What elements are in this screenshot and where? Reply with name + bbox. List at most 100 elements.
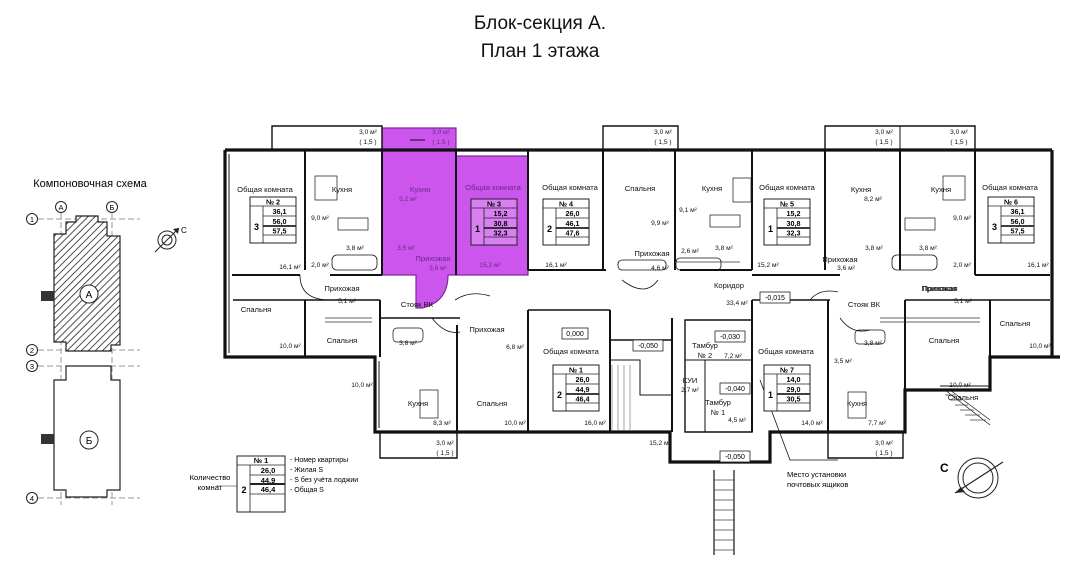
apartment-rooms: 3: [992, 222, 997, 232]
area-label: 4,6 м²: [651, 265, 670, 272]
area-label: 3,0 м²: [875, 440, 894, 447]
apartment-area-no-loggia: 56,0: [273, 217, 287, 226]
area-label: 10,0 м²: [504, 420, 526, 427]
compass-rose-icon: С: [940, 457, 1004, 499]
scheme-block-b-marker: [79, 430, 99, 450]
scheme-entry-b: [41, 434, 54, 444]
apartment-total-area: 32,3: [494, 229, 508, 238]
area-label: 16,1 м²: [279, 264, 301, 271]
apartment-living-area: 26,0: [566, 209, 580, 218]
area-label: 3,8 м²: [864, 340, 883, 347]
scheme-block-a-marker: [79, 284, 99, 304]
area-label: 33,4 м²: [726, 300, 748, 307]
room-label: Общая комната: [982, 183, 1038, 192]
room-label: Кухня: [702, 184, 722, 193]
area-label: 3,0 м²: [654, 129, 673, 136]
area-label: ( 1,5 ): [950, 139, 967, 146]
apartment-area-no-loggia: 46,1: [566, 219, 580, 228]
room-label: Спальня: [948, 393, 979, 402]
area-label: 2,0 м²: [953, 262, 972, 269]
room-label: Кухня: [931, 185, 951, 194]
svg-text:Место установки: Место установки: [787, 470, 846, 479]
apartment-number: № 7: [780, 366, 794, 375]
room-label: Стояк ВК: [848, 300, 881, 309]
area-label: 10,0 м²: [351, 382, 373, 389]
area-label: 3,8 м²: [865, 245, 884, 252]
svg-text:4: 4: [30, 494, 34, 503]
area-label: 9,9 м²: [651, 220, 670, 227]
area-label: 3,5 м²: [834, 358, 853, 365]
area-label: 15,2 м²: [757, 262, 779, 269]
level-marks: 0,000 -0,050 -0,015 -0,030 -0,040 -0,050: [561, 291, 791, 463]
area-label: 3,8 м²: [919, 245, 938, 252]
area-label: 9,0 м²: [311, 215, 330, 222]
page-title: Блок-секция А.: [473, 13, 607, 34]
room-label: Общая комната: [759, 183, 815, 192]
svg-text:С: С: [181, 226, 187, 235]
area-label: 3,8 м²: [715, 245, 734, 252]
svg-text:А: А: [86, 290, 93, 301]
area-label: 5,1 м²: [338, 298, 357, 305]
room-label: Прихожая: [469, 325, 504, 334]
area-label: 8,3 м²: [433, 420, 452, 427]
svg-text:1: 1: [30, 215, 34, 224]
room-label: Общая комната: [543, 347, 599, 356]
apartment-total-area: 32,3: [787, 229, 801, 238]
apartment-rooms: 1: [768, 224, 773, 234]
level-mark: -0,030: [720, 334, 740, 341]
apartment-area-no-loggia: 56,0: [1011, 217, 1025, 226]
apartment-rooms: 2: [557, 390, 562, 400]
room-label: Прихожая: [922, 284, 957, 293]
area-label: 7,2 м²: [724, 353, 743, 360]
area-label: 3,6 м²: [837, 265, 856, 272]
apartment-number: № 3: [487, 200, 501, 209]
apartment-number: № 1: [569, 366, 583, 375]
room-label: Спальня: [929, 336, 960, 345]
svg-text:№ 1: № 1: [254, 456, 269, 465]
layout-scheme: Компоновочная схема А Б 1 2 3: [26, 178, 148, 505]
area-label: 16,0 м²: [584, 420, 606, 427]
area-label: 10,0 м²: [949, 382, 971, 389]
svg-text:26,0: 26,0: [261, 466, 276, 475]
room-label: Кухня: [851, 185, 871, 194]
room-label: Тамбур: [705, 398, 731, 407]
level-mark: -0,040: [725, 386, 745, 393]
area-label: ( 1,5 ): [875, 450, 892, 457]
svg-text:- Общая S: - Общая S: [290, 486, 324, 494]
area-label: 3,8 м²: [346, 245, 365, 252]
apartment-area-no-loggia: 30,8: [787, 219, 801, 228]
apartment-living-area: 14,0: [787, 375, 801, 384]
apartment-number: № 5: [780, 200, 794, 209]
room-labels: Общая комната Кухня Кухня Общая комната …: [237, 183, 1038, 417]
room-label: Прихожая: [324, 284, 359, 293]
apartment-rooms: 3: [254, 222, 259, 232]
room-label: Прихожая: [415, 254, 450, 263]
level-mark: 0,000: [566, 331, 584, 338]
area-label: 15,2 м²: [649, 440, 671, 447]
legend: Количество комнат № 1 2 26,0 44,9 46,4 -…: [190, 455, 358, 513]
area-label: 10,0 м²: [279, 343, 301, 350]
svg-text:А: А: [58, 203, 63, 212]
svg-text:С: С: [940, 461, 949, 475]
svg-text:комнат: комнат: [198, 483, 223, 492]
apartment-total-area: 46,4: [576, 395, 590, 404]
area-label: ( 1,5 ): [654, 139, 671, 146]
compass-icon: С: [154, 226, 187, 253]
room-label: КУИ: [683, 376, 698, 385]
apartment-area-no-loggia: 30,8: [494, 219, 508, 228]
apartment-living-area: 15,2: [787, 209, 801, 218]
mailbox-note: Место установки почтовых ящиков: [787, 470, 848, 489]
room-label: Спальня: [477, 399, 508, 408]
room-label: Общая комната: [465, 183, 521, 192]
area-label: ( 1,5 ): [436, 450, 453, 457]
area-label: 7,7 м²: [868, 420, 887, 427]
level-mark: -0,050: [638, 343, 658, 350]
apartment-area-no-loggia: 29,0: [787, 385, 801, 394]
area-label: 10,0 м²: [1029, 343, 1051, 350]
room-label: Спальня: [327, 336, 358, 345]
scheme-label: Компоновочная схема: [33, 178, 147, 190]
apartment-number: № 2: [266, 198, 280, 207]
apartment-total-area: 47,6: [566, 229, 580, 238]
